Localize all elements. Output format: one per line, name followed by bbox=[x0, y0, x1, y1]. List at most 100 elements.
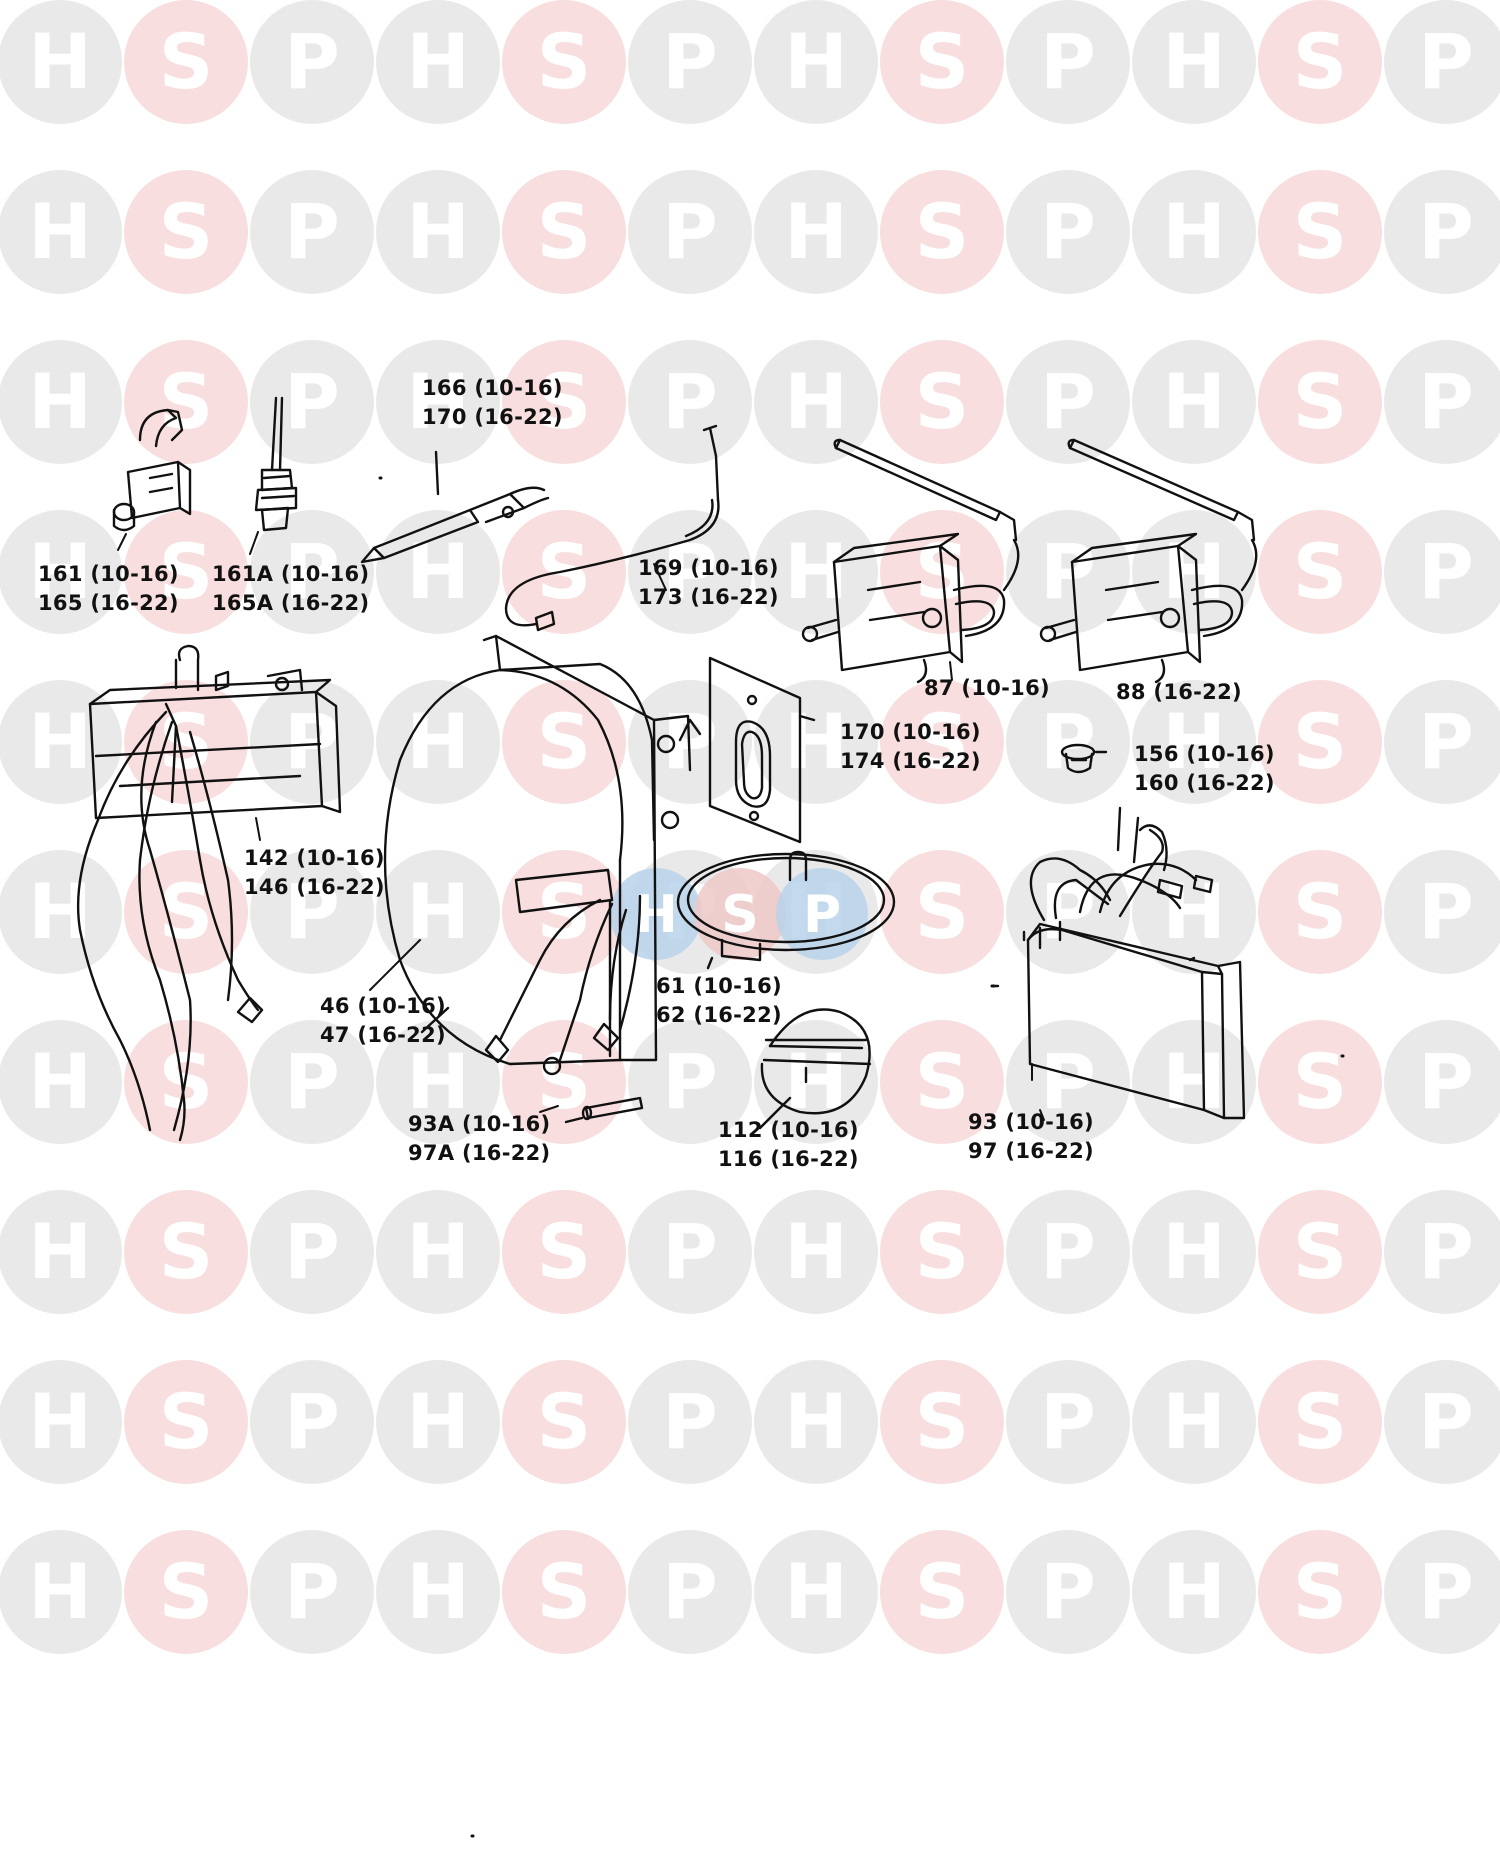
watermark-letter-h: H bbox=[406, 1377, 470, 1466]
watermark-letter-s: S bbox=[159, 1207, 214, 1296]
label-line: 87 (10-16) bbox=[924, 676, 1050, 700]
label-line: 174 (16-22) bbox=[840, 749, 981, 773]
ignition-electrode-part-166 bbox=[360, 450, 550, 564]
watermark-circle-p bbox=[628, 170, 752, 294]
watermark-circle-s bbox=[502, 1360, 626, 1484]
watermark-letter-s: S bbox=[159, 1377, 214, 1466]
watermark-letter-s: S bbox=[537, 1377, 592, 1466]
watermark-circle-s bbox=[1258, 1190, 1382, 1314]
watermark-letter-p: P bbox=[1418, 1207, 1474, 1296]
watermark-letter-h: H bbox=[406, 1207, 470, 1296]
watermark-letter-p: P bbox=[1418, 357, 1474, 446]
watermark-circle-s bbox=[1258, 1360, 1382, 1484]
watermark-circle-p bbox=[1006, 1360, 1130, 1484]
label-line: 166 (10-16) bbox=[422, 376, 563, 400]
watermark-letter-p: P bbox=[1418, 697, 1474, 786]
watermark-letter-h: H bbox=[1162, 1037, 1226, 1126]
watermark-circle-s bbox=[124, 680, 248, 804]
watermark-letter-h: H bbox=[406, 187, 470, 276]
watermark-circle-h bbox=[376, 170, 500, 294]
watermark-letter-p: P bbox=[662, 1377, 718, 1466]
watermark-circle-s bbox=[880, 0, 1004, 124]
watermark-circle-h bbox=[1132, 340, 1256, 464]
watermark-circle-s bbox=[502, 0, 626, 124]
watermark-letter-s: S bbox=[1293, 17, 1348, 106]
watermark-letter-h: H bbox=[1162, 1377, 1226, 1466]
watermark-circle-s bbox=[880, 340, 1004, 464]
watermark-letter-h: H bbox=[1162, 357, 1226, 446]
label-169: 169 (10-16) 173 (16-22) bbox=[638, 554, 779, 612]
watermark-circle-s bbox=[1258, 510, 1382, 634]
watermark-letter-p: P bbox=[284, 17, 340, 106]
watermark-letter-p: P bbox=[284, 867, 340, 956]
watermark-circle-h bbox=[0, 170, 122, 294]
watermark-circle-h bbox=[0, 1190, 122, 1314]
watermark-circle-s bbox=[124, 170, 248, 294]
watermark-circle-s bbox=[1258, 340, 1382, 464]
label-170: 170 (10-16) 174 (16-22) bbox=[840, 718, 981, 776]
watermark-letter-s: S bbox=[537, 697, 592, 786]
watermark-letter-h: H bbox=[784, 1547, 848, 1636]
watermark-letter-h: H bbox=[784, 357, 848, 446]
label-line: 165 (16-22) bbox=[38, 591, 179, 615]
gasket-plate-part-170 bbox=[708, 656, 816, 844]
watermark-circle-p bbox=[1384, 0, 1500, 124]
watermark-circle-h bbox=[754, 170, 878, 294]
label-61: 61 (10-16) 62 (16-22) bbox=[656, 972, 782, 1030]
watermark-circle-h bbox=[0, 510, 122, 634]
watermark-letter-h: H bbox=[784, 1207, 848, 1296]
label-line: 160 (16-22) bbox=[1134, 771, 1275, 795]
watermark-circle-s bbox=[124, 0, 248, 124]
watermark-letter-s: S bbox=[159, 17, 214, 106]
label-93: 93 (10-16) 97 (16-22) bbox=[968, 1108, 1094, 1166]
watermark-circle-p bbox=[1006, 680, 1130, 804]
watermark-circle-s bbox=[1258, 850, 1382, 974]
watermark-circle-p bbox=[1006, 340, 1130, 464]
watermark-circle-s bbox=[502, 340, 626, 464]
watermark-letter-s: S bbox=[915, 1207, 970, 1296]
watermark-circle-h bbox=[376, 1190, 500, 1314]
watermark-circle-s bbox=[1258, 0, 1382, 124]
watermark-circle-p bbox=[1006, 1020, 1130, 1144]
watermark-circle-s bbox=[124, 1190, 248, 1314]
watermark-circle-s bbox=[502, 680, 626, 804]
watermark-letter-p: P bbox=[1040, 187, 1096, 276]
label-line: 169 (10-16) bbox=[638, 556, 779, 580]
watermark-letter-s: S bbox=[1293, 1377, 1348, 1466]
watermark-letter-p: P bbox=[1040, 1377, 1096, 1466]
watermark-circle-s bbox=[124, 1360, 248, 1484]
watermark-circle-h bbox=[754, 1530, 878, 1654]
watermark-circle-h bbox=[1132, 1530, 1256, 1654]
label-line: 97A (16-22) bbox=[408, 1141, 551, 1165]
watermark-letter-p: P bbox=[662, 1037, 718, 1126]
watermark-letter-s: S bbox=[915, 867, 970, 956]
watermark-letter-p: P bbox=[284, 1037, 340, 1126]
label-line: 47 (16-22) bbox=[320, 1023, 446, 1047]
watermark-circle-p bbox=[250, 1190, 374, 1314]
watermark-circle-s bbox=[1258, 1530, 1382, 1654]
watermark-letter-p: P bbox=[662, 1547, 718, 1636]
thermostat-part-87 bbox=[801, 438, 1020, 684]
watermark-circle-p bbox=[1384, 510, 1500, 634]
watermark-circle-h bbox=[754, 680, 878, 804]
watermark-letter-p: P bbox=[1040, 1547, 1096, 1636]
watermark-circle-h bbox=[376, 680, 500, 804]
watermark-letter-p: P bbox=[1418, 1547, 1474, 1636]
watermark-letter-s: S bbox=[915, 1037, 970, 1126]
watermark-circle-p bbox=[250, 510, 374, 634]
watermark-letter-s: S bbox=[159, 357, 214, 446]
watermark-letter-s: S bbox=[537, 1547, 592, 1636]
watermark-letter-h: H bbox=[1162, 1547, 1226, 1636]
watermark-letter-p: P bbox=[662, 527, 718, 616]
label-line: 112 (10-16) bbox=[718, 1118, 859, 1142]
watermark-circle-h bbox=[1132, 680, 1256, 804]
label-142: 142 (10-16) 146 (16-22) bbox=[244, 844, 385, 902]
watermark-circle-p bbox=[628, 340, 752, 464]
watermark-circle-s bbox=[880, 850, 1004, 974]
thermostat-part-88 bbox=[1039, 438, 1258, 684]
label-line: 93A (10-16) bbox=[408, 1112, 551, 1136]
watermark-letter-h: H bbox=[28, 527, 92, 616]
watermark-circle-s bbox=[880, 170, 1004, 294]
watermark-circle-p bbox=[250, 170, 374, 294]
watermark-circle-p bbox=[628, 1530, 752, 1654]
